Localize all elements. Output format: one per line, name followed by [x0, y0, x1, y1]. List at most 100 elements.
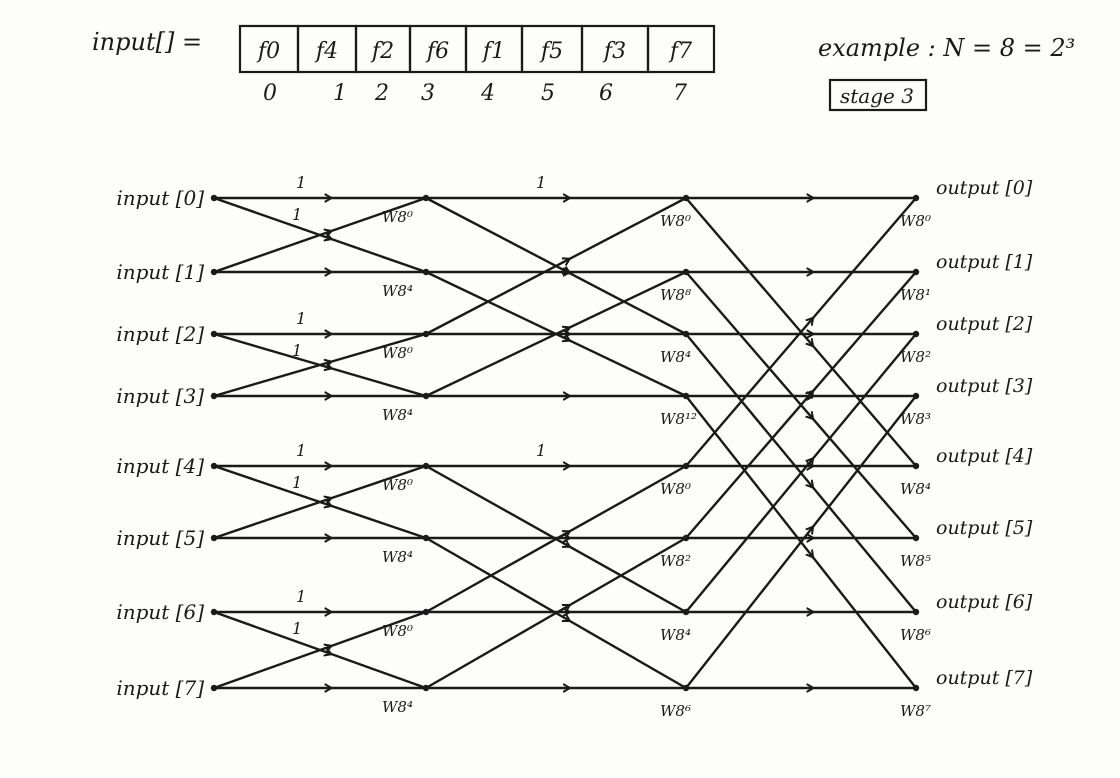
twiddle-factor: W8⁶ — [660, 702, 691, 720]
example-note: example : N = 8 = 2³ — [818, 34, 1075, 62]
array-label: input[] = — [92, 28, 202, 56]
output-label: output [0] — [936, 177, 1033, 199]
butterfly-node — [210, 462, 218, 470]
butterfly-wire — [212, 498, 331, 540]
twiddle-factor: W8⁷ — [900, 702, 931, 720]
twiddle-factor: W8¹² — [660, 410, 697, 428]
twiddle-factor: W8⁰ — [382, 208, 413, 226]
array-cell — [646, 24, 716, 74]
butterfly-wire — [567, 196, 688, 261]
unit-weight-label: 1 — [296, 441, 306, 460]
twiddle-factor: W8⁴ — [382, 698, 413, 716]
input-label: input [1] — [116, 260, 204, 284]
array-index: 7 — [673, 81, 687, 106]
array-cell-value: f5 — [539, 39, 563, 64]
butterfly-wire — [684, 527, 813, 690]
butterfly-wire — [684, 319, 813, 468]
butterfly-node — [210, 534, 218, 542]
twiddle-factors: W8⁰W8⁴W8⁰W8⁴W8⁰W8⁴W8⁰W8⁴W8⁰W8⁸W8⁴W8¹²W8⁰… — [382, 208, 931, 720]
unit-weight-label: 1 — [296, 587, 306, 606]
twiddle-factor: W8⁰ — [660, 212, 691, 230]
butterfly-wire — [424, 196, 569, 273]
output-label: output [7] — [936, 667, 1033, 689]
unit-weight-label: 1 — [292, 341, 302, 360]
butterfly-wire — [424, 328, 569, 398]
butterfly-wire — [684, 394, 813, 557]
array-index: 5 — [541, 81, 555, 106]
unit-weight-label: 1 — [296, 173, 306, 192]
butterfly-node — [912, 608, 920, 616]
twiddle-factor: W8⁴ — [660, 348, 691, 366]
unit-weight-label: 1 — [292, 619, 302, 638]
butterfly-node — [422, 392, 430, 400]
array-cell-value: f7 — [668, 39, 692, 64]
butterfly-wire — [424, 532, 569, 614]
butterfly-wire — [212, 332, 331, 368]
stage-box — [828, 78, 928, 112]
output-labels: output [0]output [1]output [2]output [3]… — [936, 177, 1033, 689]
array-index: 6 — [599, 81, 613, 106]
array-cell-value: f3 — [602, 39, 626, 64]
butterfly-wire — [811, 344, 918, 468]
array-index: 2 — [374, 81, 389, 106]
butterfly-node — [422, 684, 430, 692]
output-label: output [5] — [936, 517, 1033, 539]
butterfly-node — [210, 268, 218, 276]
twiddle-factor: W8⁰ — [382, 476, 413, 494]
butterfly-node — [912, 462, 920, 470]
input-label: input [2] — [116, 322, 204, 346]
input-labels: input [0]input [1]input [2]input [3]inpu… — [116, 186, 204, 700]
butterfly-nodes — [210, 194, 920, 692]
input-label: input [7] — [116, 676, 204, 700]
stage-label: stage 3 — [840, 84, 914, 108]
butterfly-wire — [212, 646, 331, 690]
twiddle-factor: W8⁸ — [660, 286, 691, 304]
butterfly-node — [912, 392, 920, 400]
butterfly-wire — [684, 270, 813, 418]
butterfly-node — [422, 608, 430, 616]
twiddle-factor: W8⁰ — [900, 212, 931, 230]
butterfly-wires — [212, 196, 918, 690]
butterfly-node — [422, 194, 430, 202]
unit-weight-label: 1 — [536, 441, 546, 460]
twiddle-factor: W8⁰ — [382, 622, 413, 640]
array-index: 1 — [333, 81, 347, 106]
unit-weight-label: 1 — [292, 205, 302, 224]
butterfly-node — [422, 330, 430, 338]
butterfly-wire — [567, 271, 688, 336]
output-label: output [2] — [936, 313, 1033, 335]
butterfly-node — [210, 194, 218, 202]
butterfly-node — [912, 534, 920, 542]
input-label: input [6] — [116, 600, 204, 624]
butterfly-node — [682, 330, 690, 338]
butterfly-wire — [424, 606, 569, 690]
butterfly-wire — [567, 536, 688, 607]
twiddle-factor: W8⁴ — [660, 626, 691, 644]
butterfly-wire — [684, 459, 813, 614]
butterfly-node — [210, 608, 218, 616]
butterfly-node — [682, 534, 690, 542]
butterfly-wire — [811, 485, 918, 614]
butterfly-wire — [811, 270, 918, 393]
input-label: input [3] — [116, 384, 204, 408]
butterfly-node — [682, 194, 690, 202]
butterfly-wire — [329, 237, 428, 274]
butterfly-wire — [212, 196, 331, 239]
butterfly-wire — [811, 394, 918, 529]
butterfly-wire — [329, 652, 428, 690]
butterfly-wire — [212, 464, 331, 506]
butterfly-wire — [329, 366, 428, 398]
butterfly-wire — [424, 464, 569, 546]
butterfly-wire — [811, 555, 918, 690]
twiddle-factor: W8³ — [900, 410, 931, 428]
butterfly-node — [912, 330, 920, 338]
array-cell-value: f1 — [481, 39, 505, 64]
array-index: 3 — [421, 81, 435, 106]
butterfly-wire — [684, 392, 813, 540]
butterfly-node — [912, 684, 920, 692]
twiddle-factor: W8² — [900, 348, 931, 366]
butterfly-node — [210, 392, 218, 400]
array-cell-value: f4 — [314, 39, 338, 64]
input-label: input [4] — [116, 454, 204, 478]
